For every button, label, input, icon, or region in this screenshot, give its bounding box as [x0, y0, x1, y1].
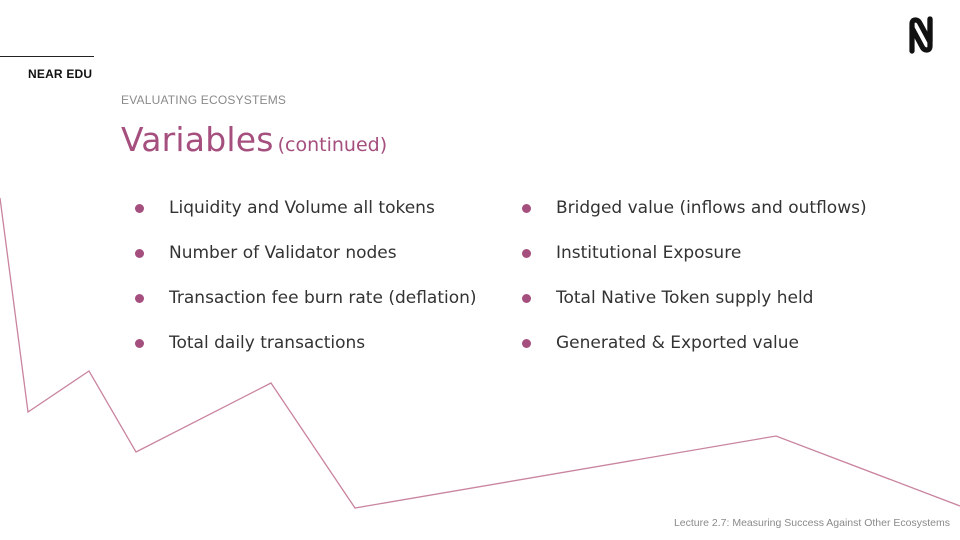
bullet-text: Bridged value (inflows and outflows) — [556, 198, 867, 218]
bullet-dot-icon — [522, 339, 531, 348]
bullet-dot-icon — [522, 204, 531, 213]
bullet-text: Generated & Exported value — [556, 333, 799, 353]
bullet-dot-icon — [135, 204, 144, 213]
bullet-dot-icon — [135, 249, 144, 258]
slide-title: Variables(continued) — [121, 120, 387, 159]
bullet-text: Total Native Token supply held — [556, 288, 814, 308]
list-item: Institutional Exposure — [521, 238, 867, 283]
list-item: Transaction fee burn rate (deflation) — [134, 283, 477, 328]
title-subtitle: (continued) — [277, 134, 388, 156]
bullet-dot-icon — [135, 294, 144, 303]
bullet-dot-icon — [135, 339, 144, 348]
list-item: Number of Validator nodes — [134, 238, 477, 283]
bullet-text: Transaction fee burn rate (deflation) — [169, 288, 477, 308]
bullet-list-right: Bridged value (inflows and outflows) Ins… — [521, 193, 867, 373]
brand-label: NEAR EDU — [28, 67, 93, 81]
bullet-text: Number of Validator nodes — [169, 243, 397, 263]
bullet-dot-icon — [522, 294, 531, 303]
bullet-dot-icon — [522, 249, 531, 258]
list-item: Total daily transactions — [134, 328, 477, 373]
section-label: EVALUATING ECOSYSTEMS — [121, 93, 287, 107]
list-item: Total Native Token supply held — [521, 283, 867, 328]
bullet-text: Liquidity and Volume all tokens — [169, 198, 435, 218]
list-item: Liquidity and Volume all tokens — [134, 193, 477, 238]
bullet-text: Institutional Exposure — [556, 243, 742, 263]
list-item: Bridged value (inflows and outflows) — [521, 193, 867, 238]
bullet-text: Total daily transactions — [169, 333, 366, 353]
title-main: Variables — [121, 120, 274, 159]
footer-lecture-label: Lecture 2.7: Measuring Success Against O… — [673, 517, 950, 529]
top-rule-divider — [0, 56, 94, 57]
bullet-list-left: Liquidity and Volume all tokens Number o… — [134, 193, 477, 373]
list-item: Generated & Exported value — [521, 328, 867, 373]
near-logo-icon — [909, 16, 933, 54]
